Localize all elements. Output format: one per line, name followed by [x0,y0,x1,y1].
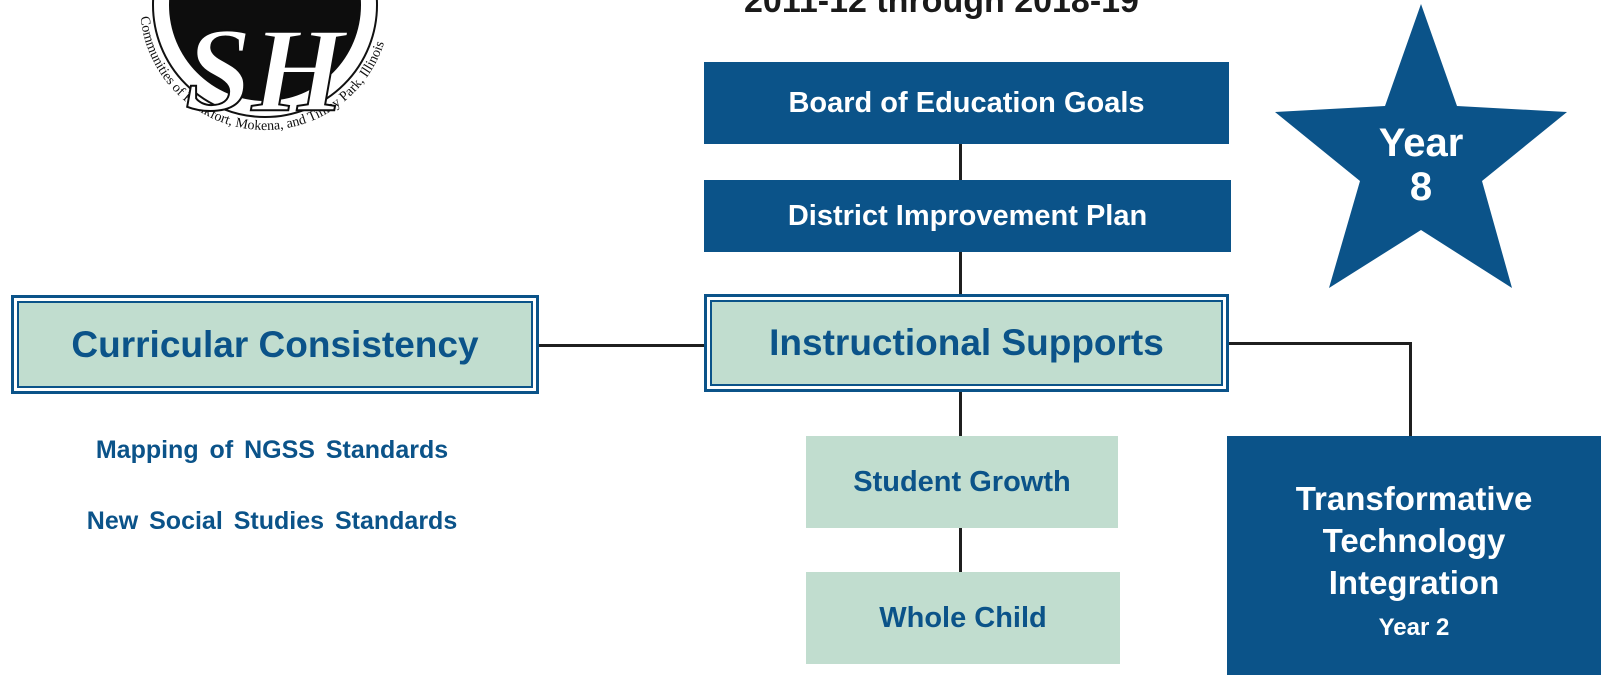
connector-plan-to-supports [959,252,962,296]
instructional-supports-label: Instructional Supports [769,322,1164,363]
district-logo: Communities of Frankfort, Mokena, and Ti… [136,0,388,137]
connector-growth-to-child [959,528,962,572]
logo-letters: SH [185,3,349,136]
improvement-plan-label: District Improvement Plan [787,199,1148,232]
transformative-line-3: Integration [1328,564,1500,601]
curricular-consistency-box: Curricular Consistency [11,295,539,394]
connector-board-to-plan [959,144,962,180]
connector-supports-to-tech-v [1409,342,1412,436]
star-year-number: 8 [1410,165,1432,209]
transformative-year: Year 2 [1378,614,1450,641]
year-star-icon: Year 8 [1275,4,1567,288]
curricular-consistency-label: Curricular Consistency [71,323,479,365]
connector-supports-to-growth [959,392,962,436]
instructional-supports-box: Instructional Supports [704,294,1229,392]
connector-curricular-to-supports [538,344,706,347]
connector-supports-to-tech-h [1228,342,1412,345]
student-growth-box: Student Growth [806,436,1118,528]
star-year-label: Year [1379,121,1464,165]
board-goals-box: Board of Education Goals [704,62,1229,144]
curricular-item: New Social Studies Standards [86,507,458,535]
transformative-tech-box: Transformative Technology Integration Ye… [1227,436,1601,675]
transformative-line-2: Technology [1322,522,1506,559]
whole-child-label: Whole Child [879,601,1047,634]
student-growth-label: Student Growth [853,465,1071,498]
header-subtitle: 2011-12 through 2018-19 [744,0,1139,20]
curricular-item: Mapping of NGSS Standards [95,436,449,464]
whole-child-box: Whole Child [806,572,1120,664]
transformative-line-1: Transformative [1295,480,1533,517]
improvement-plan-box: District Improvement Plan [704,180,1231,252]
board-goals-label: Board of Education Goals [788,86,1145,119]
